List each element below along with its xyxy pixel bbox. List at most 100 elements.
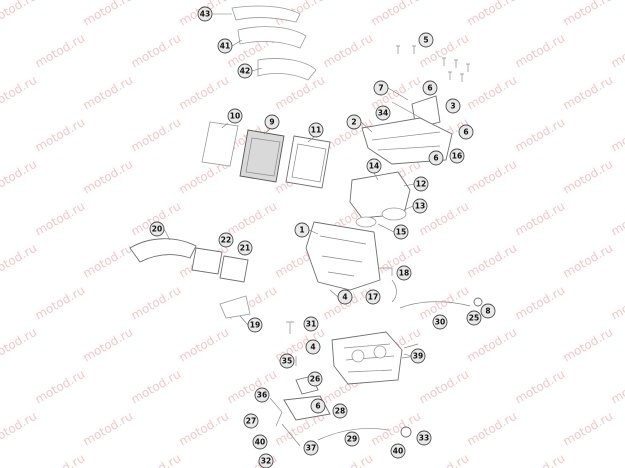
watermark-text: motod.ru <box>0 409 39 449</box>
watermark-text: motod.ru <box>513 451 568 468</box>
watermark-text: motod.ru <box>417 367 472 407</box>
watermark-text: motod.ru <box>465 0 520 29</box>
callout-32: 32 <box>258 453 274 468</box>
svg-text:12: 12 <box>416 180 426 189</box>
part-15-boot-ring <box>355 216 377 228</box>
watermark-text: motod.ru <box>81 325 136 365</box>
part-36-link <box>269 397 283 427</box>
watermark-text: motod.ru <box>0 325 39 365</box>
svg-text:40: 40 <box>255 438 265 447</box>
callout-35: 35 <box>279 353 295 369</box>
watermark-text: motod.ru <box>0 241 39 281</box>
svg-text:3: 3 <box>450 102 455 111</box>
watermark-text: motod.ru <box>33 115 88 155</box>
watermark-text: motod.ru <box>609 115 625 155</box>
svg-text:34: 34 <box>378 109 388 118</box>
callout-3: 3 <box>445 98 461 114</box>
parts-layer <box>129 5 483 447</box>
callout-20: 20 <box>149 221 171 241</box>
watermark-text: motod.ru <box>177 325 232 365</box>
part-29-pipe <box>317 428 389 441</box>
watermark-text: motod.ru <box>321 451 376 468</box>
svg-text:10: 10 <box>230 112 240 121</box>
part-18-fitting <box>380 267 393 276</box>
part-10-filter-frame <box>201 121 239 167</box>
callouts-layer: 43 41 42 5 7 6 3 34 10 9 11 2 6 6 16 14 … <box>149 6 496 468</box>
callout-36: 36 <box>254 387 270 403</box>
callout-40b: 40 <box>390 443 406 459</box>
svg-text:7: 7 <box>378 84 383 93</box>
callout-19: 19 <box>239 315 263 333</box>
svg-text:9: 9 <box>269 118 274 127</box>
callout-18: 18 <box>396 265 412 281</box>
part-31-bolt <box>286 321 294 334</box>
watermark-text: motod.ru <box>465 241 520 281</box>
svg-text:18: 18 <box>399 269 409 278</box>
svg-text:35: 35 <box>282 357 292 366</box>
svg-text:27: 27 <box>246 417 256 426</box>
part-21-duct <box>219 255 249 283</box>
callout-13: 13 <box>403 198 428 214</box>
callout-41: 41 <box>217 38 243 54</box>
watermark-text: motod.ru <box>321 31 376 71</box>
svg-text:20: 20 <box>152 225 162 234</box>
watermark-text: motod.ru <box>33 283 88 323</box>
svg-text:5: 5 <box>423 36 428 45</box>
watermark-text: motod.ru <box>513 31 568 71</box>
svg-text:1: 1 <box>299 226 304 235</box>
callout-14: 14 <box>366 158 382 181</box>
part-22-duct <box>191 247 223 275</box>
callout-8: 8 <box>480 303 496 319</box>
watermark-text: motod.ru <box>561 157 616 197</box>
svg-text:22: 22 <box>221 236 231 245</box>
svg-text:6: 6 <box>433 154 438 163</box>
watermark-text: motod.ru <box>609 31 625 71</box>
watermark-text: motod.ru <box>561 73 616 113</box>
svg-text:14: 14 <box>369 162 379 171</box>
callout-40a: 40 <box>252 434 268 450</box>
callout-21: 21 <box>237 240 253 256</box>
callout-5: 5 <box>418 32 434 48</box>
watermark-text: motod.ru <box>225 199 280 239</box>
watermark-text: motod.ru <box>609 367 625 407</box>
svg-text:42: 42 <box>240 67 250 76</box>
part-43-panel <box>231 5 301 23</box>
svg-text:21: 21 <box>240 244 250 253</box>
callout-37: 37 <box>303 440 319 456</box>
svg-text:17: 17 <box>368 293 378 302</box>
watermark-text: motod.ru <box>369 0 424 29</box>
svg-text:37: 37 <box>306 444 316 453</box>
callout-15: 15 <box>377 223 409 240</box>
svg-text:29: 29 <box>347 435 357 444</box>
callout-25a: 25 <box>466 310 482 326</box>
callout-1: 1 <box>294 222 319 238</box>
watermark-text: motod.ru <box>465 157 520 197</box>
svg-text:4: 4 <box>342 293 347 302</box>
watermark-text: motod.ru <box>561 409 616 449</box>
part-33-fitting <box>400 426 412 438</box>
svg-text:40: 40 <box>393 447 403 456</box>
watermark-text: motod.ru <box>609 199 625 239</box>
watermark-text: motod.ru <box>513 115 568 155</box>
watermark-text: motod.ru <box>33 199 88 239</box>
callout-4: 4 <box>329 289 353 305</box>
watermark-text: motod.ru <box>465 409 520 449</box>
callout-39: 39 <box>403 348 426 364</box>
watermark-text: motod.ru <box>177 409 232 449</box>
svg-text:6: 6 <box>315 402 320 411</box>
callout-7: 7 <box>373 80 409 101</box>
watermark-text: motod.ru <box>129 283 184 323</box>
callout-28: 28 <box>332 403 348 419</box>
watermark-text: motod.ru <box>561 0 616 29</box>
watermark-text: motod.ru <box>465 325 520 365</box>
svg-text:4: 4 <box>310 343 315 352</box>
part-1-airbox-body <box>305 221 381 291</box>
callout-31: 31 <box>303 316 319 332</box>
watermark-text: motod.ru <box>225 367 280 407</box>
svg-text:28: 28 <box>335 407 345 416</box>
watermark-text: motod.ru <box>33 451 88 468</box>
watermark-text: motod.ru <box>81 73 136 113</box>
watermark-text: motod.ru <box>465 73 520 113</box>
watermark-text: motod.ru <box>609 451 625 468</box>
